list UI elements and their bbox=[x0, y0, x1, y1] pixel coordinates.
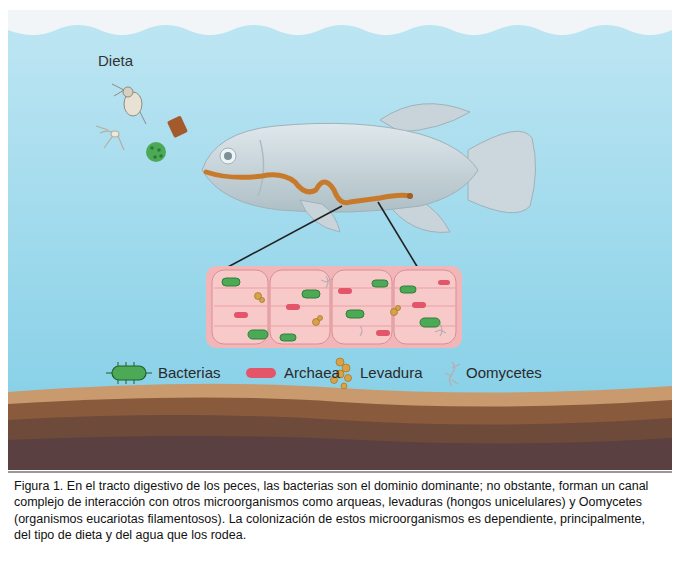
oomycete-sample bbox=[445, 362, 460, 386]
figure-caption: Figura 1. En el tracto digestivo de los … bbox=[14, 478, 664, 543]
daphnia bbox=[112, 84, 146, 124]
archaea-sample bbox=[246, 368, 276, 378]
legend-label: Bacterias bbox=[158, 364, 221, 381]
legend-label: Archaea bbox=[284, 364, 340, 381]
algae bbox=[146, 142, 166, 162]
diet-label: Dieta bbox=[98, 52, 133, 69]
copepod bbox=[96, 126, 124, 150]
legend-label: Levadura bbox=[360, 364, 423, 381]
fish bbox=[202, 104, 536, 233]
legend-label: Oomycetes bbox=[466, 364, 542, 381]
bacteria-sample bbox=[106, 362, 152, 384]
intestine-tissue bbox=[206, 266, 462, 348]
